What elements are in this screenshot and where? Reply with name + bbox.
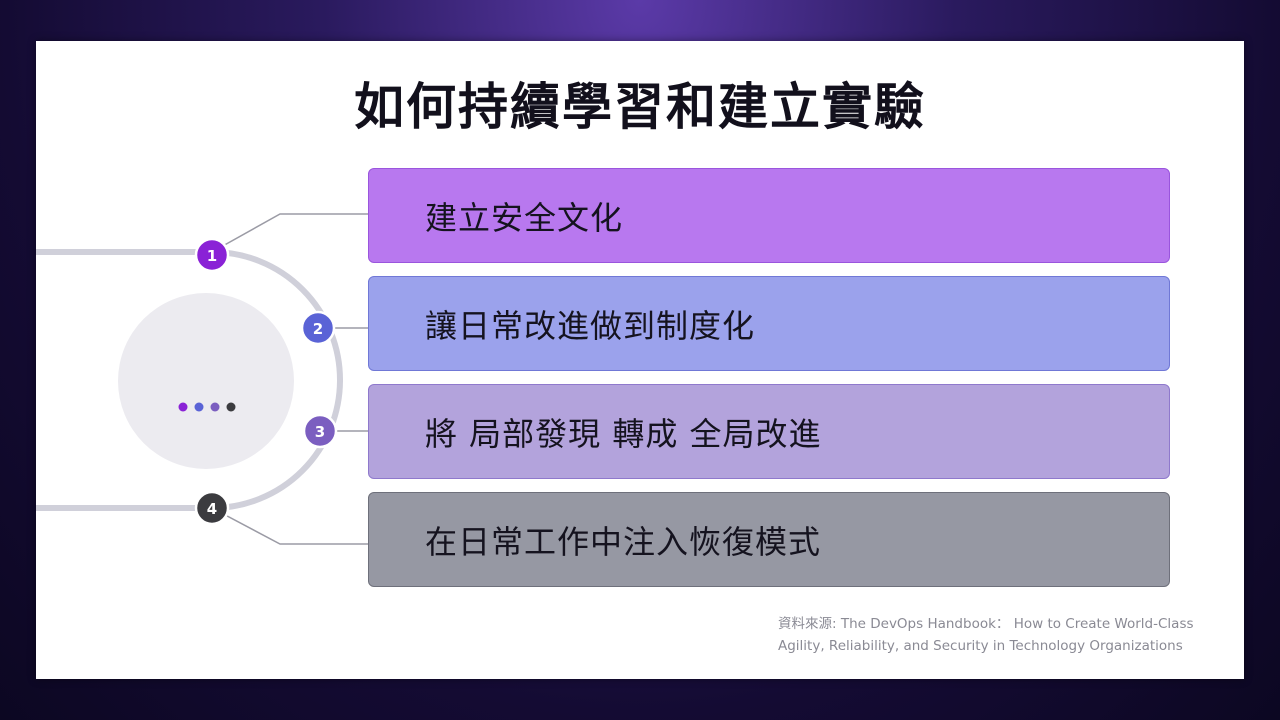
step-marker-4: 4 xyxy=(194,490,230,526)
step-label: 在日常工作中注入恢復模式 xyxy=(425,522,822,561)
step-label: 將 局部發現 轉成 全局改進 xyxy=(425,414,822,453)
connector-line xyxy=(211,213,368,253)
track-arc xyxy=(36,249,343,511)
step-marker-1: 1 xyxy=(194,237,230,273)
step-number: 3 xyxy=(315,423,325,441)
connector-line xyxy=(211,507,368,545)
center-dot xyxy=(226,402,236,412)
step-label: 讓日常改進做到制度化 xyxy=(425,306,756,345)
center-circle xyxy=(118,293,294,469)
step-marker-2: 2 xyxy=(300,310,336,346)
step-label: 建立安全文化 xyxy=(425,198,624,237)
source-line-1: 資料來源: The DevOps Handbook： How to Create… xyxy=(778,616,1194,632)
source-line-2: Agility, Reliability, and Security in Te… xyxy=(778,638,1183,654)
step-card-2: 讓日常改進做到制度化 xyxy=(368,276,1170,371)
source-citation: 資料來源: The DevOps Handbook： How to Create… xyxy=(778,613,1218,657)
step-card-4: 在日常工作中注入恢復模式 xyxy=(368,492,1170,587)
page-title: 如何持續學習和建立實驗 xyxy=(354,78,926,136)
step-number: 1 xyxy=(207,247,217,265)
step-card-3: 將 局部發現 轉成 全局改進 xyxy=(368,384,1170,479)
step-card-1: 建立安全文化 xyxy=(368,168,1170,263)
step-number: 4 xyxy=(207,500,217,518)
step-number: 2 xyxy=(313,320,323,338)
center-dot xyxy=(210,402,220,412)
center-dot xyxy=(178,402,188,412)
center-dot xyxy=(194,402,204,412)
step-marker-3: 3 xyxy=(302,413,338,449)
